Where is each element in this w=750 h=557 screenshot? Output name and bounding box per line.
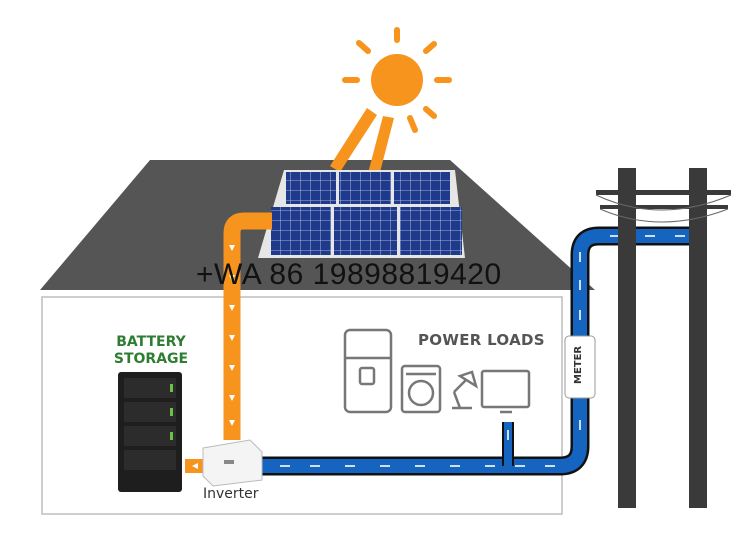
tv-icon: [480, 369, 531, 414]
inverter-label: Inverter: [203, 486, 259, 502]
fridge-icon: [343, 328, 393, 414]
desk-lamp-icon: [452, 370, 479, 410]
inverter-icon: [202, 439, 263, 487]
battery-label-line1: BATTERY: [116, 334, 186, 350]
solar-flow-line: [185, 212, 272, 473]
meter-icon: [564, 335, 596, 399]
power-loads-label: POWER LOADS: [418, 331, 545, 349]
washing-machine-icon: [400, 364, 442, 414]
solar-panel-icon: [258, 170, 465, 258]
utility-pole-icon: [595, 168, 732, 508]
contact-watermark: +WA 86 19898819420: [196, 258, 502, 291]
battery-storage-label: BATTERY STORAGE: [108, 334, 194, 368]
meter-label: METER: [573, 345, 584, 384]
sun-icon: [330, 27, 452, 180]
battery-cabinet-icon: [118, 372, 182, 492]
battery-label-line2: STORAGE: [113, 351, 189, 367]
